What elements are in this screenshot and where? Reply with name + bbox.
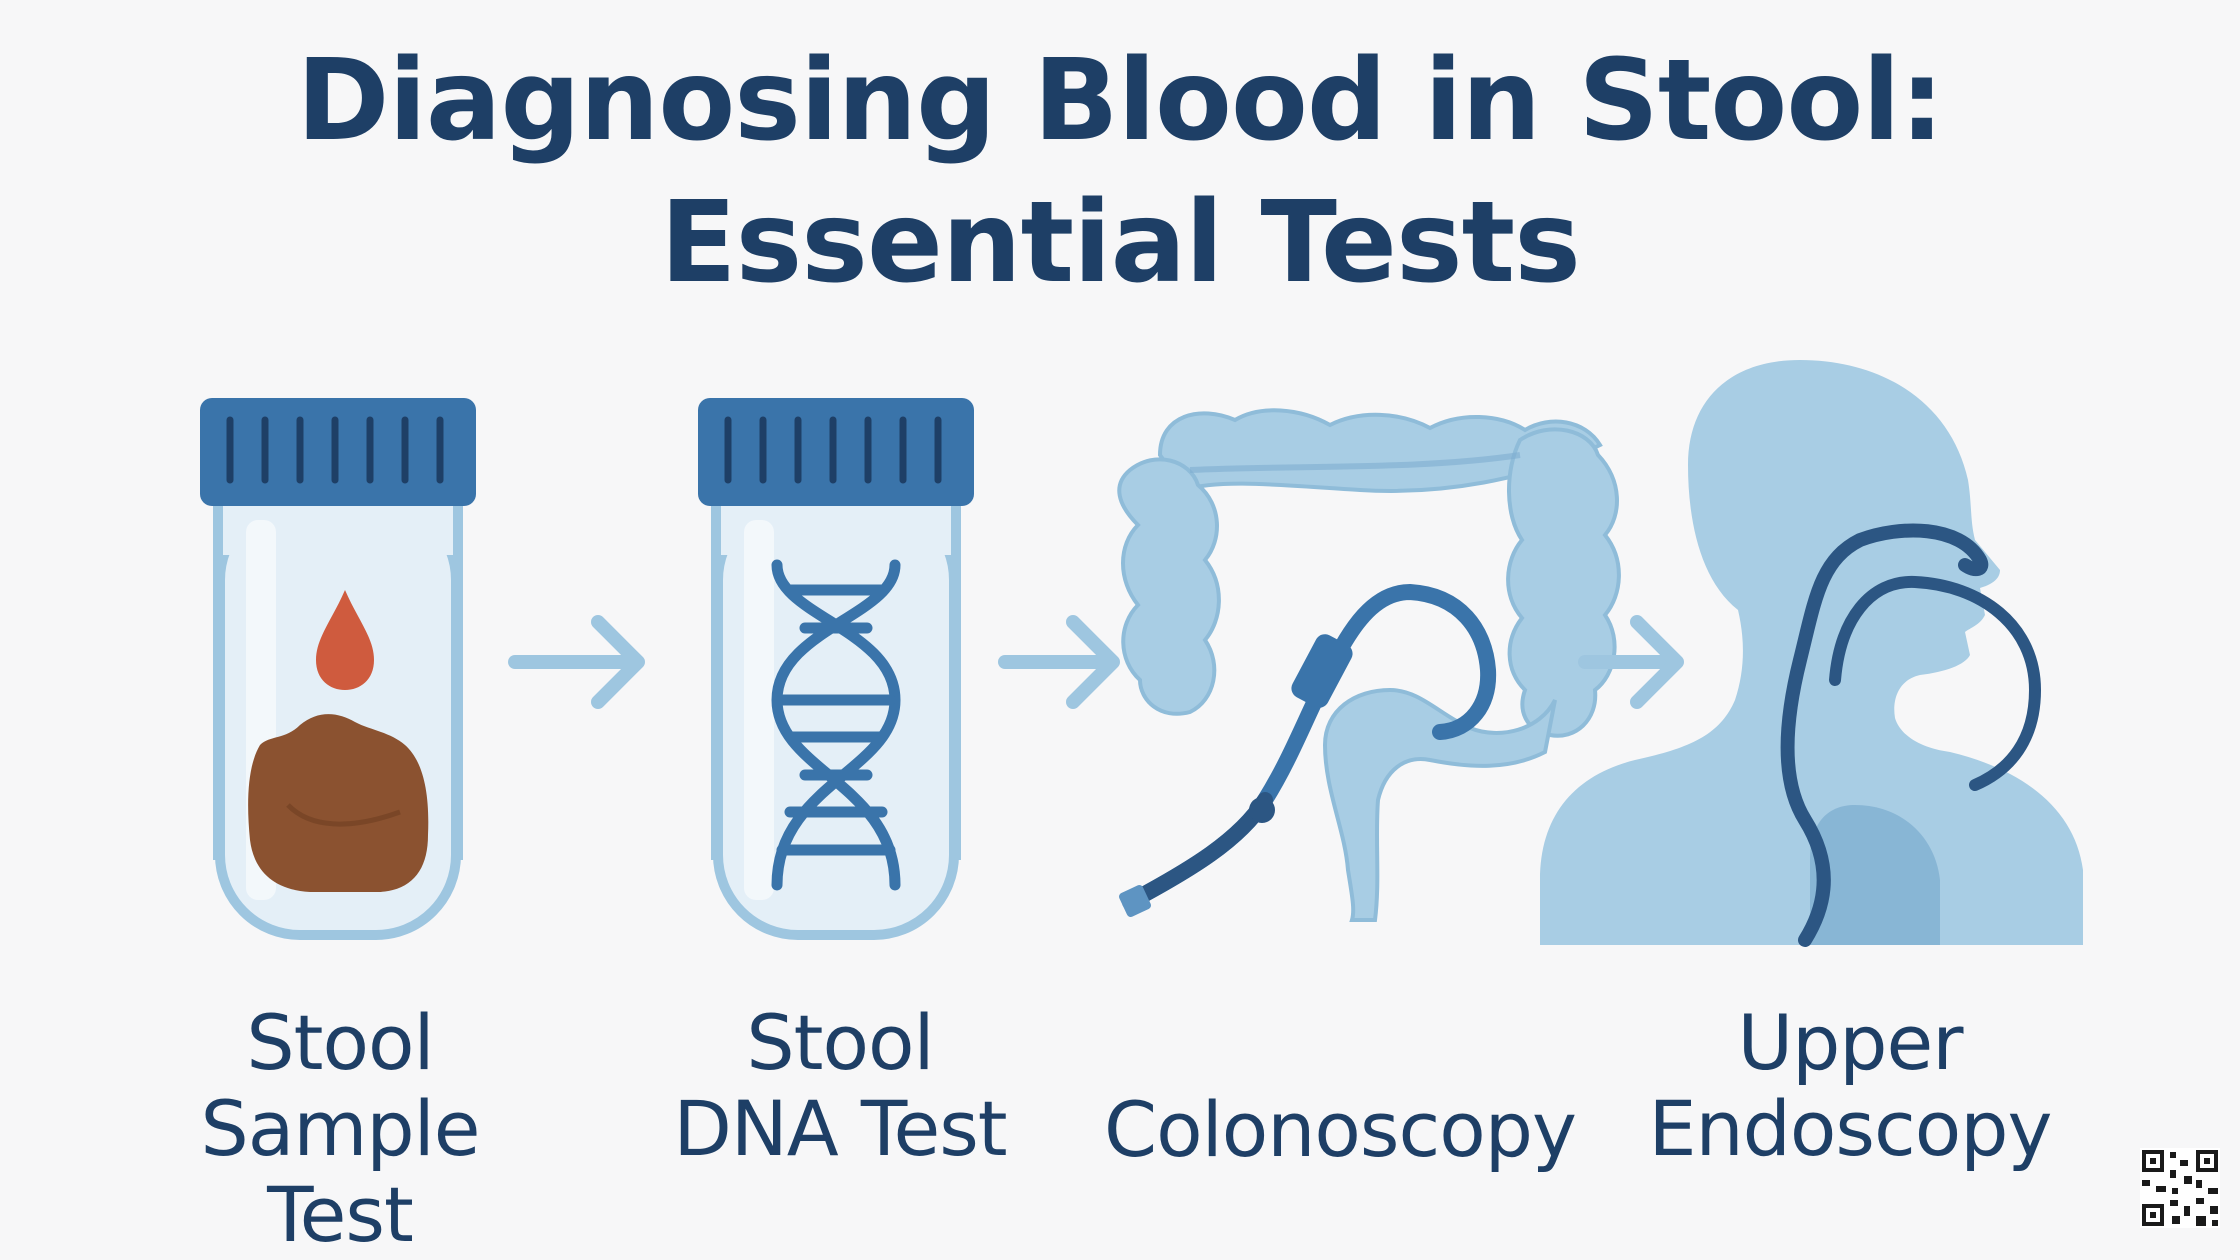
- blood-drop-icon: [316, 590, 374, 690]
- page-title: Diagnosing Blood in Stool: Essential Tes…: [0, 30, 2240, 314]
- page-title-line-1: Diagnosing Blood in Stool:: [296, 36, 1945, 166]
- colon-scope-icon: [1117, 408, 1621, 922]
- arrow-right-icon: [1578, 615, 1684, 709]
- qr-code-icon: [2140, 1148, 2220, 1228]
- page-title-line-2: Essential Tests: [660, 178, 1581, 308]
- dna-jar-icon: [698, 398, 974, 940]
- step-label-stool-sample-test: Stool Sample Test: [200, 998, 481, 1259]
- step-label-upper-endoscopy: Upper Endoscopy: [1648, 998, 2052, 1173]
- dna-helix-icon: [771, 559, 901, 891]
- stool-sample-jar-icon: [200, 398, 476, 940]
- head-endoscope-icon: [1540, 360, 2083, 947]
- arrow-right-icon: [998, 615, 1120, 709]
- step-label-stool-dna-test: Stool DNA Test: [673, 998, 1007, 1173]
- stool-icon: [248, 714, 429, 892]
- step-label-colonoscopy: Colonoscopy: [1104, 1085, 1577, 1174]
- arrow-right-icon: [508, 615, 645, 709]
